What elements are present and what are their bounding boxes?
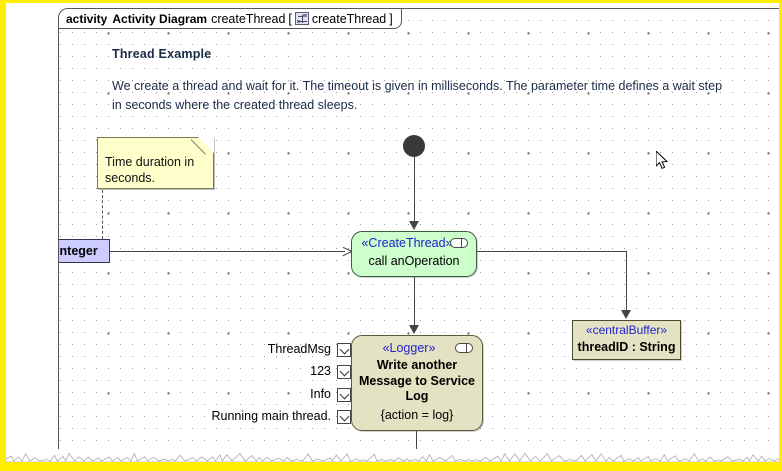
edge-arrow-logger <box>409 325 419 334</box>
create-thread-stereotype: «CreateThread» <box>361 236 453 250</box>
edge-createthread-to-buffer-v <box>626 251 627 312</box>
input-pin-icon[interactable] <box>337 343 351 357</box>
frame-keyword: activity <box>66 11 108 26</box>
logger-label: Write another Message to Service Log <box>358 358 476 403</box>
central-buffer-stereotype: «centralBuffer» <box>585 323 668 337</box>
activity-diagram-icon <box>294 12 309 25</box>
frame-header[interactable]: activity Activity Diagram createThread [… <box>59 9 402 29</box>
edge-createthread-to-buffer-h <box>477 251 627 252</box>
central-buffer-label: threadID : String <box>577 340 676 354</box>
edge-param-to-createthread <box>110 251 345 252</box>
action-create-thread[interactable]: «CreateThread» call anOperation <box>351 231 477 277</box>
action-logger[interactable]: «Logger» Write another Message to Servic… <box>351 335 483 431</box>
activity-parameter-node[interactable]: time : Integer <box>58 239 110 263</box>
parameter-label: time : Integer <box>58 244 98 258</box>
input-pin-icon[interactable] <box>337 365 351 379</box>
edge-createthread-to-logger <box>414 277 415 327</box>
edge-arrow-initial <box>409 221 419 230</box>
note-shape[interactable]: Time duration in seconds. <box>97 137 214 189</box>
edge-logger-outgoing <box>416 431 417 457</box>
edge-initial-to-createthread <box>414 157 415 223</box>
note-text: Time duration in seconds. <box>105 155 195 185</box>
input-pin-icon[interactable] <box>337 388 351 402</box>
frame-diagram-type: Activity Diagram <box>112 11 208 26</box>
torn-edge-teeth <box>6 449 779 463</box>
logger-stereotype: «Logger» <box>382 341 436 355</box>
frame-param-name: createThread <box>311 11 387 26</box>
activity-frame: activity Activity Diagram createThread [… <box>58 8 779 458</box>
documentation-text: We create a thread and wait for it. The … <box>112 79 723 112</box>
logger-constraint: {action = log} <box>380 408 454 422</box>
note-anchor-line <box>102 190 103 239</box>
initial-node[interactable] <box>403 135 425 157</box>
frame-bracket-open: [ <box>288 11 292 26</box>
input-pin-icon[interactable] <box>337 410 351 424</box>
frame-name: createThread <box>211 11 286 26</box>
edge-arrow-buffer <box>621 310 631 319</box>
pin-label-123: 123 <box>310 364 331 378</box>
frame-bracket-close: ] <box>389 11 393 26</box>
pin-label-info: Info <box>310 387 331 401</box>
create-thread-label: call anOperation <box>368 254 460 268</box>
edge-arrow-param <box>342 245 351 257</box>
torn-page-edge <box>6 449 779 471</box>
page-title: Thread Example <box>112 47 212 61</box>
call-operation-icon <box>455 343 473 353</box>
mouse-pointer-icon <box>655 149 669 170</box>
pin-label-threadmsg: ThreadMsg <box>267 342 331 356</box>
central-buffer-node[interactable]: «centralBuffer» threadID : String <box>572 320 681 360</box>
diagram-canvas: Thread Example We create a thread and wa… <box>58 9 779 457</box>
call-operation-icon <box>450 238 468 248</box>
pin-label-running-main-thread: Running main thread. <box>211 409 331 423</box>
